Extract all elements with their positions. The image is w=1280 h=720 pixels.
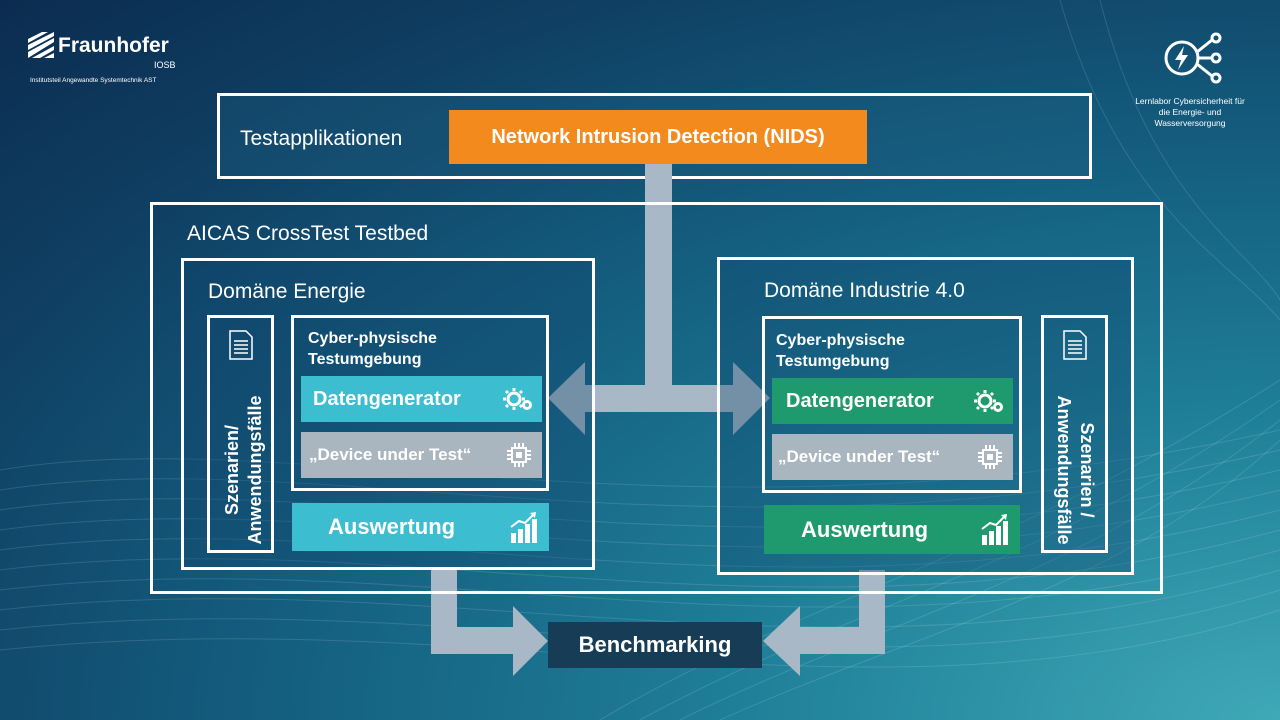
chip-icon [507,443,531,467]
cps-left-line2: Testumgebung [308,351,422,368]
testbed-frame: AICAS CrossTest Testbed [150,202,1163,594]
szenarien-left-label: Szenarien/ Anwendungsfälle [221,395,267,544]
auswertung-left: Auswertung [292,503,549,551]
lab-caption-line3: Wasserversorgung [1154,118,1226,128]
chip-icon [978,445,1002,469]
logo-brand: Fraunhofer [58,34,169,57]
left-arrowhead [548,362,585,435]
nids-box: Network Intrusion Detection (NIDS) [449,110,867,164]
datengenerator-left-label: Datengenerator [313,387,461,410]
cps-right-line1: Cyber-physische [776,332,905,349]
right-arrowhead [733,362,770,435]
right-to-bench-bar [800,627,885,654]
szenarien-right-label: Szenarien / Anwendungsfälle [1052,395,1098,544]
left-to-bench-bar [431,627,516,654]
szenarien-right-line1: Szenarien / [1077,422,1097,518]
dut-right: „Device under Test“ [772,434,1013,480]
dut-left: „Device under Test“ [301,432,542,478]
datengenerator-left: Datengenerator [301,376,542,422]
datengenerator-right: Datengenerator [772,378,1013,424]
cps-right-box: Cyber-physische Testumgebung [762,316,1022,493]
cps-right-title: Cyber-physische Testumgebung [776,330,905,372]
testapplikationen-label: Testapplikationen [240,127,403,150]
left-bench-arrowhead [513,606,548,676]
connected-bolt-icon [1164,32,1222,84]
auswertung-right-label: Auswertung [801,516,929,542]
auswertung-left-label: Auswertung [328,514,456,539]
bar-chart-icon [510,512,537,543]
szenarien-right-line2: Anwendungsfälle [1054,395,1074,545]
logo-unit: IOSB [154,60,176,70]
dut-left-label: „Device under Test“ [309,445,472,464]
right-bench-arrowhead [763,606,800,676]
horizontal-bar [585,385,735,412]
cps-left-line1: Cyber-physische [308,330,437,347]
fraunhofer-mark-icon [28,32,54,58]
document-icon [1063,330,1087,360]
testbed-title: AICAS CrossTest Testbed [187,222,429,245]
bar-chart-icon [981,514,1008,545]
cps-left-box: Cyber-physische Testumgebung [291,315,549,491]
domain-energie-title: Domäne Energie [208,280,366,303]
szenarien-left-box: Szenarien/ Anwendungsfälle [207,315,274,553]
domain-industrie-title: Domäne Industrie 4.0 [764,279,965,302]
cps-left-title: Cyber-physische Testumgebung [308,328,437,370]
lab-caption: Lernlabor Cybersicherheit für die Energi… [1110,96,1270,129]
datengenerator-right-label: Datengenerator [786,389,934,412]
szenarien-right-box: Szenarien / Anwendungsfälle [1041,315,1108,553]
gears-icon [974,390,1003,412]
gears-icon [503,388,532,410]
szenarien-left-line2: Anwendungsfälle [245,395,265,545]
logo-subtitle: Institutsteil Angewandte Systemtechnik A… [30,77,157,84]
lab-caption-line1: Lernlabor Cybersicherheit für [1135,96,1245,106]
nids-stem [645,164,672,390]
lab-caption-line2: die Energie- und [1158,107,1222,117]
dut-right-label: „Device under Test“ [778,447,941,466]
cps-right-line2: Testumgebung [776,353,890,370]
document-icon [229,330,253,360]
auswertung-right: Auswertung [764,505,1020,554]
benchmarking-box: Benchmarking [548,622,762,668]
szenarien-left-line1: Szenarien/ [222,424,242,516]
fraunhofer-logo: Fraunhofer IOSB Institutsteil Angewandte… [28,30,208,90]
